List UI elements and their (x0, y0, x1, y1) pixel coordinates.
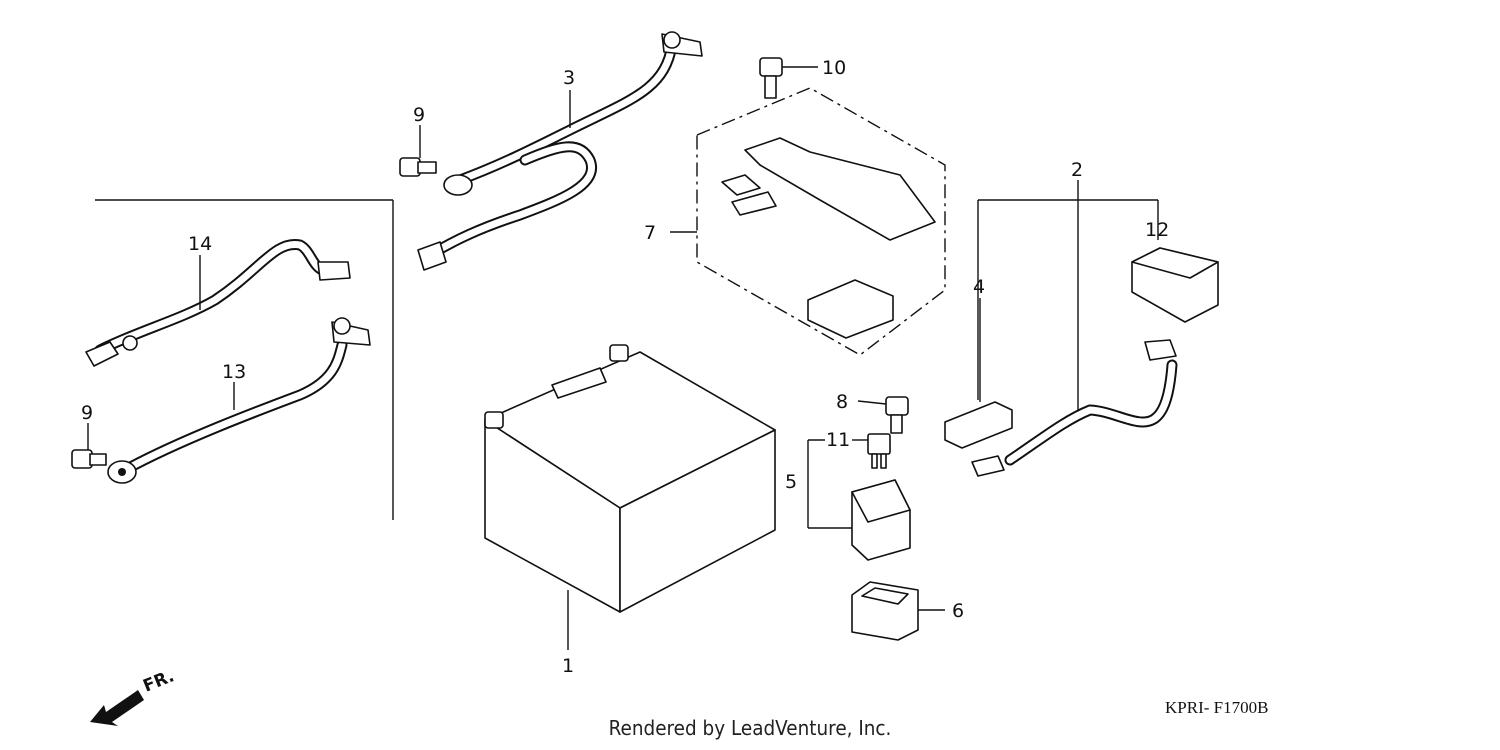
part-8-bolt[interactable] (857, 396, 909, 434)
group-bracket-right (977, 180, 1159, 410)
callout-1: 1 (562, 655, 574, 677)
part-9-bolt-left[interactable] (71, 449, 107, 469)
part-10-bolt[interactable] (759, 57, 818, 99)
diagram-code: KPRI- F1700B (1165, 698, 1268, 717)
part-2-cable[interactable] (971, 339, 1178, 477)
group-bracket-left (95, 199, 394, 520)
callout-6: 6 (952, 600, 964, 622)
callout-8: 8 (836, 391, 848, 413)
callout-13: 13 (222, 361, 246, 383)
callout-3: 3 (563, 67, 575, 89)
part-4-terminal-cover[interactable] (944, 401, 1013, 449)
part-6-relay-cover[interactable] (851, 581, 945, 641)
part-3-cable[interactable] (417, 31, 703, 271)
callout-7: 7 (644, 222, 656, 244)
callout-9-left: 9 (81, 402, 93, 424)
credit-text: Rendered by LeadVenture, Inc. (608, 716, 892, 740)
part-1-battery[interactable] (484, 344, 776, 650)
callout-14: 14 (188, 233, 212, 255)
callout-4: 4 (973, 276, 985, 298)
part-5-relay[interactable] (807, 439, 911, 561)
leader-lines (87, 90, 981, 450)
part-9-bolt-top[interactable] (399, 157, 437, 177)
front-arrow-icon (90, 690, 144, 726)
part-14-cable[interactable] (85, 238, 351, 367)
part-13-cable[interactable] (107, 317, 371, 484)
callout-11: 11 (826, 429, 850, 451)
part-12-terminal-cap[interactable] (1131, 247, 1219, 323)
callout-5: 5 (785, 471, 797, 493)
part-7-holder-kit[interactable] (670, 87, 946, 356)
callout-9-top: 9 (413, 104, 425, 126)
part-11-fuse[interactable] (852, 433, 891, 469)
callout-12: 12 (1145, 219, 1169, 241)
callout-10: 10 (822, 57, 846, 79)
front-label: FR. (140, 666, 177, 696)
callout-2: 2 (1071, 159, 1083, 181)
